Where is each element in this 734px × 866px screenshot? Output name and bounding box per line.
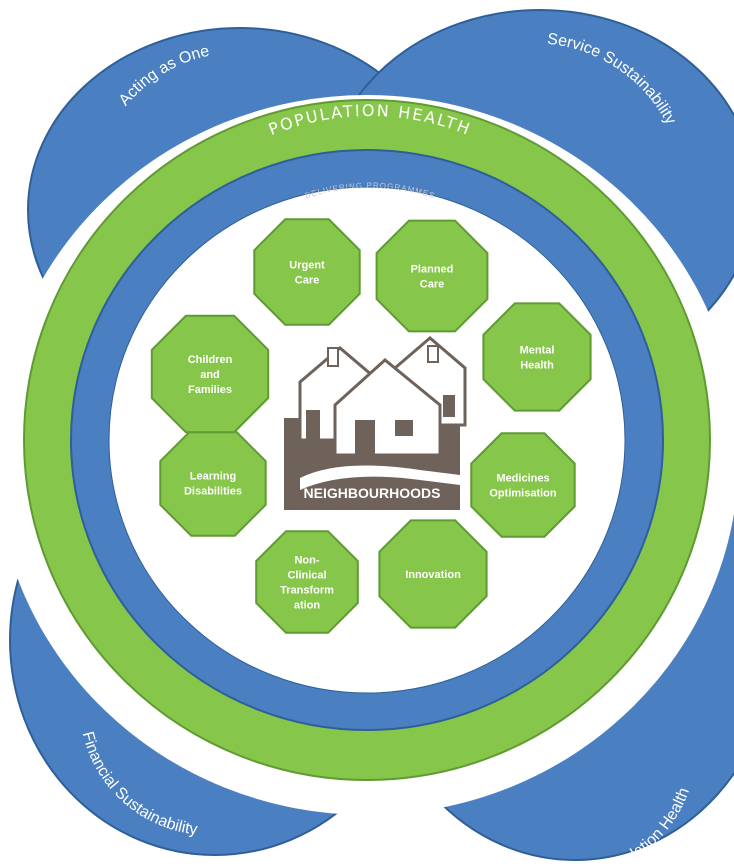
programme-label-line: Care (295, 275, 319, 287)
programme-label-line: Non- (294, 555, 319, 567)
neighbourhoods-label: NEIGHBOURHOODS (304, 485, 441, 501)
programme-innovation: Innovation (378, 519, 488, 629)
octagon-shape (378, 519, 488, 629)
octagon-shape (375, 219, 489, 333)
programme-label-line: ation (294, 600, 321, 612)
programme-label-line: Innovation (405, 569, 461, 581)
programme-label-line: Clinical (287, 570, 326, 582)
programme-label-line: Families (188, 384, 232, 396)
programme-label-line: Optimisation (489, 488, 557, 500)
programme-label-line: and (200, 369, 220, 381)
octagon-shape (482, 302, 592, 412)
octagon-shape (159, 429, 267, 537)
people-label: PEOPLE (330, 13, 410, 36)
programme-label-line: Learning (190, 471, 236, 483)
octagon-shape (470, 432, 576, 538)
programme-octagons: UrgentCarePlannedCareMentalHealthMedicin… (150, 218, 592, 634)
programme-label-line: Disabilities (184, 486, 242, 498)
programme-label-line: Planned (411, 264, 454, 276)
programme-label-line: Urgent (289, 260, 325, 272)
programme-label-line: Transform (280, 585, 334, 597)
programme-label-line: Medicines (496, 473, 549, 485)
programme-label-line: Mental (520, 345, 555, 357)
programme-label-line: Care (420, 279, 444, 291)
programme-label-line: Health (520, 360, 554, 372)
programme-label-line: Children (188, 354, 233, 366)
octagon-shape (150, 314, 270, 434)
neighbourhoods-house-icon (284, 336, 467, 510)
octagon-shape (255, 530, 359, 634)
octagon-shape (253, 218, 361, 326)
